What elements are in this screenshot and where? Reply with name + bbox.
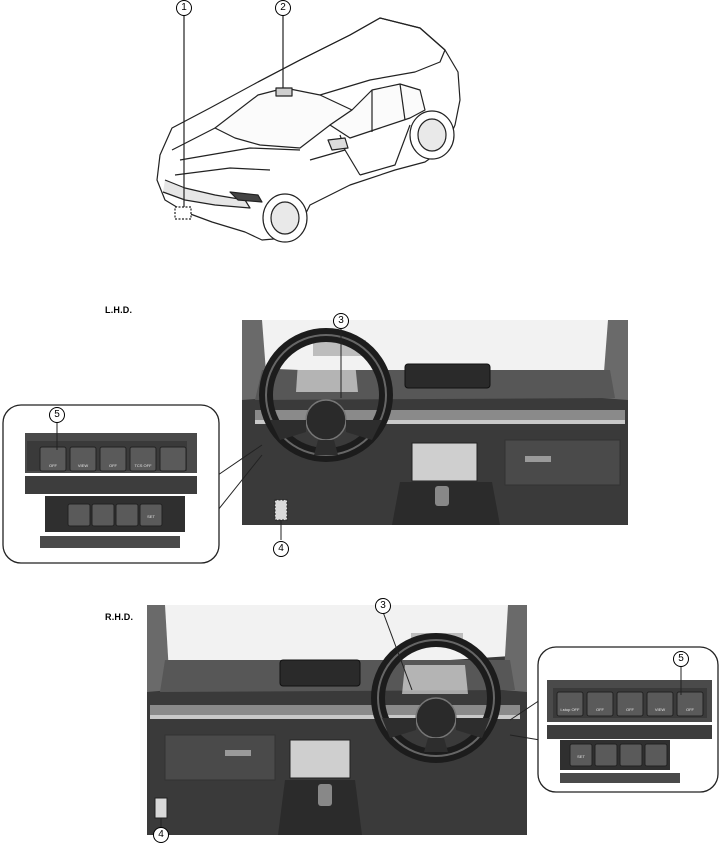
rhd-off1-label: OFF — [596, 707, 605, 712]
lhd-set-label: SET — [147, 514, 155, 519]
callout-4-lhd: 4 — [273, 541, 289, 557]
rhd-off3-label: OFF — [686, 707, 695, 712]
rhd-set-label: SET — [577, 754, 585, 759]
lhd-off-label: OFF — [49, 463, 58, 468]
lhd-view-label: VIEW — [78, 463, 88, 468]
switch-panel-labels: OFF VIEW OFF TCS OFF SET i-stop OFF OFF … — [49, 463, 695, 759]
rhd-view-label: VIEW — [655, 707, 665, 712]
rhd-dashboard-illustration — [147, 605, 541, 835]
lhd-off2-label: OFF — [109, 463, 118, 468]
car-exterior-illustration — [156, 14, 461, 243]
rhd-off2-label: OFF — [626, 707, 635, 712]
rhd-section-label: R.H.D. — [105, 612, 134, 622]
lhd-dashboard-illustration — [217, 320, 628, 540]
callout-5-lhd: 5 — [49, 407, 65, 423]
callout-5-rhd: 5 — [673, 651, 689, 667]
lhd-tcs-label: TCS OFF — [134, 463, 152, 468]
callout-3-lhd: 3 — [333, 313, 349, 329]
rhd-switch-panel-inset — [537, 646, 719, 793]
callout-2: 2 — [275, 0, 291, 16]
rhd-istop-label: i-stop OFF — [561, 707, 580, 712]
callout-3-rhd: 3 — [375, 598, 391, 614]
callout-4-rhd: 4 — [153, 827, 169, 843]
callout-1: 1 — [176, 0, 192, 16]
lhd-switch-panel-inset — [2, 404, 220, 564]
lhd-section-label: L.H.D. — [105, 305, 133, 315]
